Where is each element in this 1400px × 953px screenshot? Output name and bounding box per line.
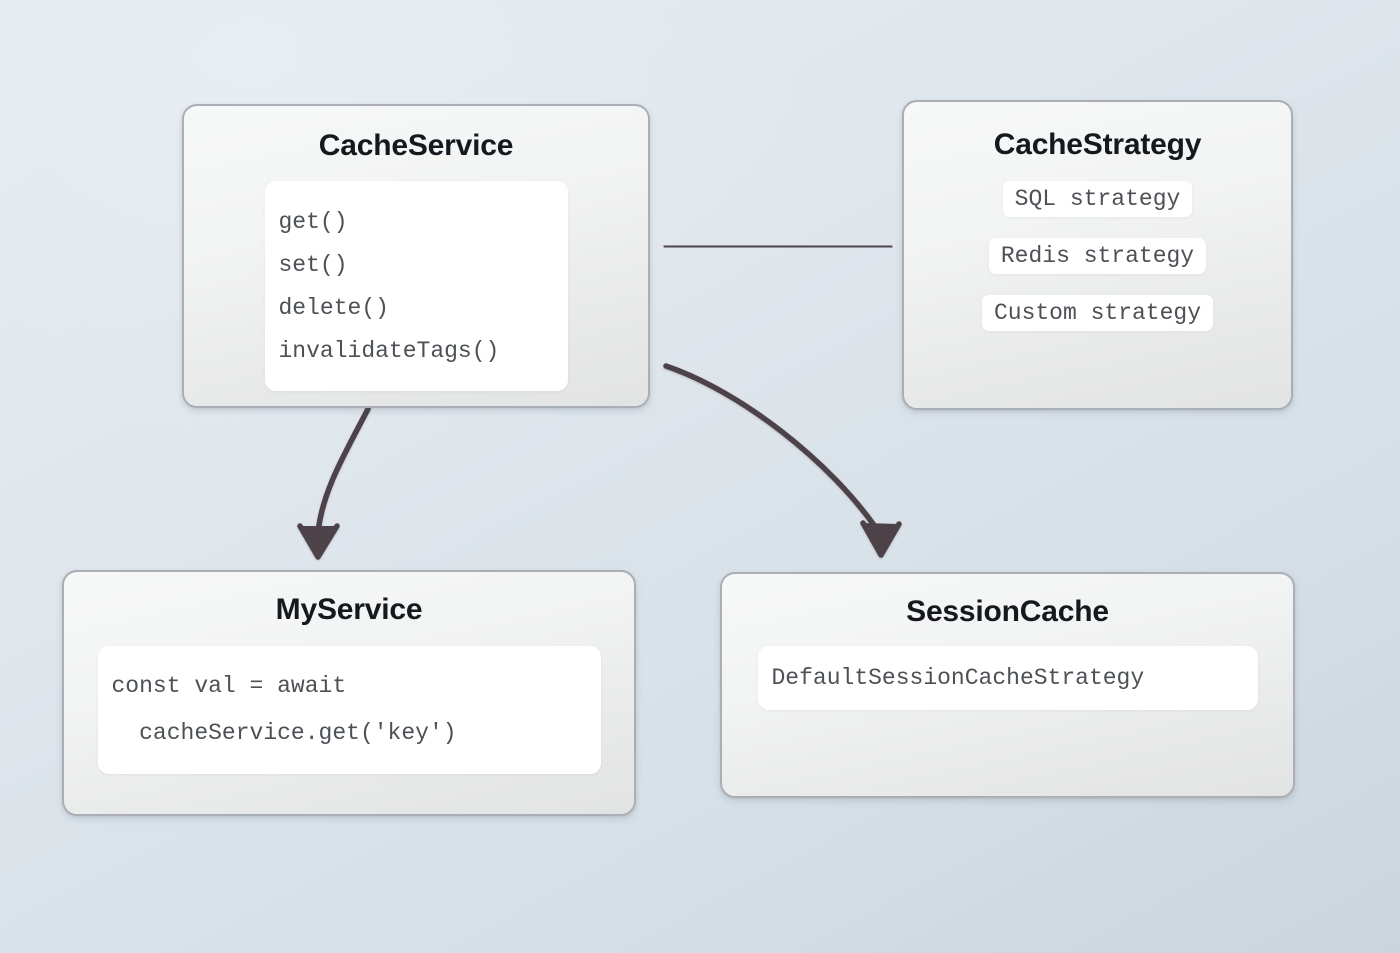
node-cachestrategy[interactable]: CacheStrategy SQL strategy Redis strateg… bbox=[902, 100, 1293, 410]
strategy-pill-sql[interactable]: SQL strategy bbox=[1002, 181, 1193, 217]
node-cacheservice-title: CacheService bbox=[318, 129, 514, 162]
strategy-pill-custom[interactable]: Custom strategy bbox=[981, 295, 1214, 331]
strategy-name: DefaultSessionCacheStrategy bbox=[771, 665, 1145, 691]
code-line: const val = await bbox=[111, 673, 347, 699]
method-item: delete() bbox=[278, 295, 389, 321]
method-item: invalidateTags() bbox=[278, 338, 500, 364]
node-myservice-code-snippet: const val = await cacheService.get('key'… bbox=[97, 646, 601, 774]
node-sessioncache-strategy-panel: DefaultSessionCacheStrategy bbox=[757, 646, 1258, 710]
node-cacheservice[interactable]: CacheService get() set() delete() invali… bbox=[182, 104, 650, 408]
strategy-list: SQL strategy Redis strategy Custom strat… bbox=[904, 181, 1291, 331]
edge-cacheservice-myservice bbox=[297, 406, 371, 560]
method-item: set() bbox=[278, 252, 348, 278]
code-line: cacheService.get('key') bbox=[111, 720, 457, 746]
node-myservice-title: MyService bbox=[275, 593, 423, 626]
method-item: get() bbox=[278, 209, 348, 235]
node-cachestrategy-title: CacheStrategy bbox=[993, 128, 1202, 161]
node-sessioncache[interactable]: SessionCache DefaultSessionCacheStrategy bbox=[720, 572, 1295, 798]
strategy-pill-redis[interactable]: Redis strategy bbox=[988, 238, 1207, 274]
edge-cacheservice-cachestrategy bbox=[663, 243, 893, 250]
node-cacheservice-method-list: get() set() delete() invalidateTags() bbox=[264, 181, 568, 391]
node-sessioncache-title: SessionCache bbox=[906, 595, 1109, 628]
node-myservice[interactable]: MyService const val = await cacheService… bbox=[62, 570, 636, 816]
edge-cacheservice-sessioncache bbox=[663, 363, 902, 558]
